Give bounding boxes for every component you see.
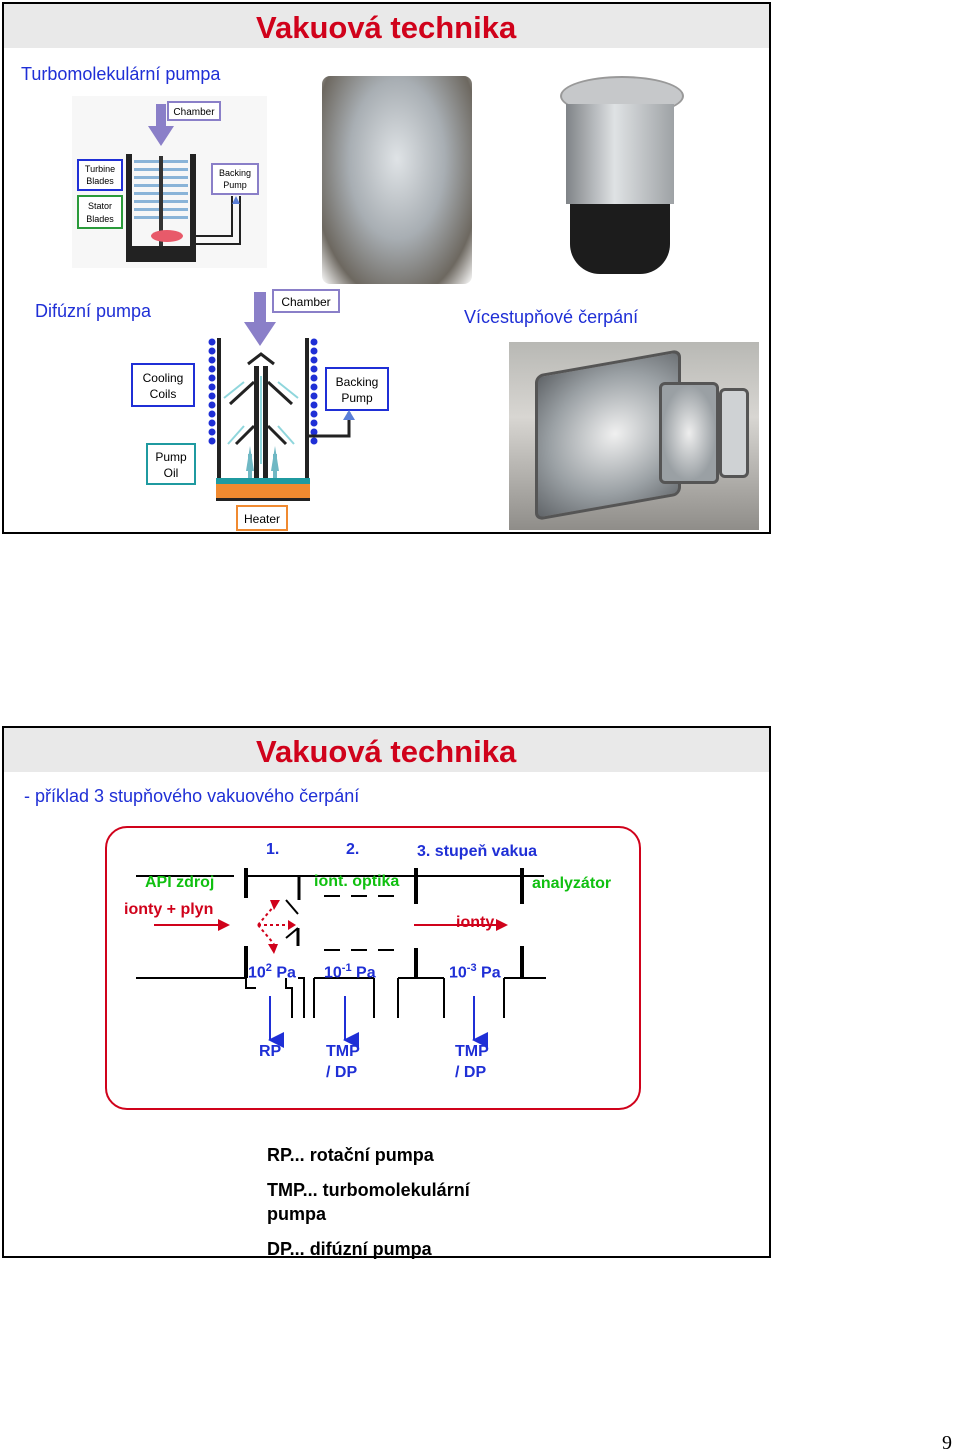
pump-stage-2-a: TMP [326, 1043, 360, 1060]
legend-rp: RP... rotační pumpa [267, 1145, 434, 1165]
legend-tmp-b: pumpa [267, 1204, 327, 1224]
heater-label: Heater [244, 512, 280, 526]
multistage-label: Vícestupňové čerpání [464, 307, 639, 327]
page-number: 9 [942, 1432, 952, 1454]
multistage-photo [509, 342, 759, 530]
stages-frame [105, 826, 641, 1110]
slide-2: Vakuová technika - příklad 3 stupňového … [2, 726, 771, 1259]
svg-text:Coils: Coils [150, 387, 177, 401]
pressure-stage-2: 10-1 Pa [324, 962, 376, 982]
title-bar [4, 4, 769, 48]
pressure-stage-1: 102 Pa [248, 962, 296, 982]
svg-text:Backing: Backing [219, 168, 251, 178]
stage-1-label: 1. [266, 841, 280, 858]
stage-3-label: 3. stupeň vakua [417, 843, 538, 860]
svg-text:Blades: Blades [86, 176, 114, 186]
ion-optics-label: iont. optika [314, 873, 400, 890]
analyzer-label: analyzátor [532, 875, 612, 892]
turbo-pump-closed-photo [556, 76, 684, 276]
api-source-label: API zdroj [145, 874, 215, 891]
diff-chamber-label: Chamber [281, 295, 330, 309]
pump-stage-2-b: / DP [326, 1064, 358, 1081]
vacuum-stages-diagram [136, 868, 546, 1048]
svg-text:Backing: Backing [336, 375, 379, 389]
svg-text:Oil: Oil [164, 466, 179, 480]
svg-text:Pump: Pump [341, 391, 373, 405]
turbo-pump-open-photo [322, 76, 472, 284]
slide-1: Vakuová technika Turbomolekulární pumpa … [2, 2, 771, 534]
ions-gas-label: ionty + plyn [124, 901, 214, 918]
svg-text:Pump: Pump [155, 450, 187, 464]
svg-text:Turbine: Turbine [85, 164, 115, 174]
pump-stage-3-a: TMP [455, 1043, 489, 1060]
ions-label: ionty [456, 914, 495, 931]
legend-dp: DP... difúzní pumpa [267, 1239, 432, 1259]
title-bar [4, 728, 769, 772]
svg-text:Pump: Pump [223, 180, 247, 190]
pump-stage-3-b: / DP [455, 1064, 487, 1081]
turbo-pump-diagram: Chamber Turbine Blades Stator Blades Bac… [72, 96, 267, 268]
diffusion-pump-label: Difúzní pumpa [35, 301, 152, 321]
pump-stage-1: RP [259, 1043, 282, 1060]
diffusion-pump-diagram: Chamber Cooling Coils Pump Oil Backing P… [131, 289, 389, 531]
slide-title: Vakuová technika [256, 734, 517, 769]
svg-text:Blades: Blades [86, 214, 114, 224]
pressure-stage-3: 10-3 Pa [449, 962, 501, 982]
turbo-chamber-label: Chamber [173, 107, 215, 118]
svg-text:Stator: Stator [88, 201, 112, 211]
legend-tmp-a: TMP... turbomolekulární [267, 1180, 470, 1200]
slide-title: Vakuová technika [256, 10, 517, 45]
turbo-pump-label: Turbomolekulární pumpa [21, 64, 221, 84]
svg-text:Cooling: Cooling [143, 371, 184, 385]
stage-2-label: 2. [346, 841, 360, 858]
slide-subtitle: - příklad 3 stupňového vakuového čerpání [24, 786, 360, 806]
